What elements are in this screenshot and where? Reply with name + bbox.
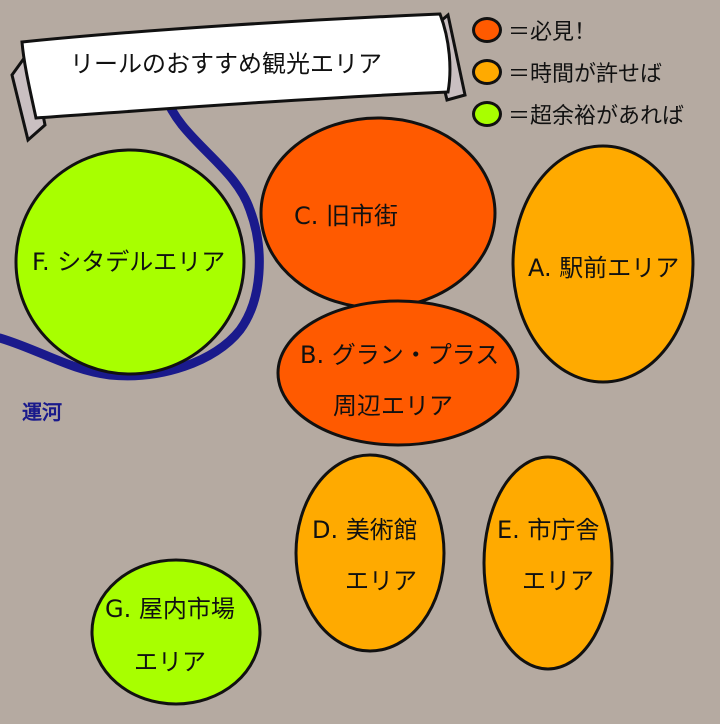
- area-blob-A[interactable]: [511, 144, 695, 384]
- area-label-G-line2: エリア: [134, 648, 206, 676]
- legend-item-plenty-time: ＝超余裕があれば: [472, 98, 684, 130]
- area-label-C: C. 旧市街: [294, 202, 399, 230]
- legend-swatch-orange: [472, 59, 502, 85]
- legend-label: ＝時間が許せば: [508, 62, 663, 87]
- banner-title: リールのおすすめ観光エリア: [70, 50, 382, 78]
- area-label-D-line1: D. 美術館: [312, 516, 418, 544]
- area-blob-D[interactable]: [294, 453, 446, 653]
- area-blob-E[interactable]: [482, 455, 614, 671]
- canal-path: [0, 90, 264, 381]
- area-label-B-line1: B. グラン・プラス: [300, 341, 500, 369]
- area-label-E-line1: E. 市庁舎: [497, 516, 600, 544]
- legend-item-must-see: ＝必見！: [472, 14, 596, 46]
- canal-label: 運河: [22, 400, 62, 424]
- area-blob-F[interactable]: [14, 148, 246, 376]
- legend-item-if-time: ＝時間が許せば: [472, 56, 662, 88]
- area-label-G-line1: G. 屋内市場: [105, 595, 235, 623]
- area-label-E-line2: エリア: [522, 567, 594, 595]
- legend-label: ＝必見！: [508, 20, 597, 45]
- area-blob-B[interactable]: [276, 299, 520, 447]
- legend-swatch-green: [472, 101, 502, 127]
- area-label-D-line2: エリア: [345, 567, 417, 595]
- title-banner: [10, 12, 467, 143]
- legend-label: ＝超余裕があれば: [508, 104, 685, 129]
- area-label-B-line2: 周辺エリア: [333, 392, 453, 420]
- legend-swatch-orange-red: [472, 17, 502, 43]
- area-label-F: F. シタデルエリア: [32, 248, 226, 276]
- area-label-A: A. 駅前エリア: [528, 254, 680, 282]
- area-blob-G[interactable]: [90, 558, 262, 706]
